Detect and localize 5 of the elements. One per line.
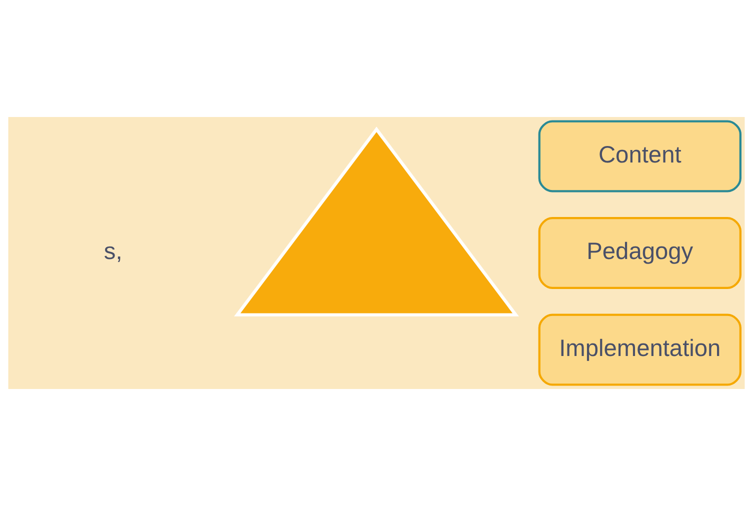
- node-box: Pedagogy: [538, 216, 742, 289]
- node-box: Implementation: [538, 313, 742, 386]
- node-box: Content: [538, 120, 742, 192]
- node-triangle: [234, 126, 519, 316]
- label: s,: [104, 238, 122, 265]
